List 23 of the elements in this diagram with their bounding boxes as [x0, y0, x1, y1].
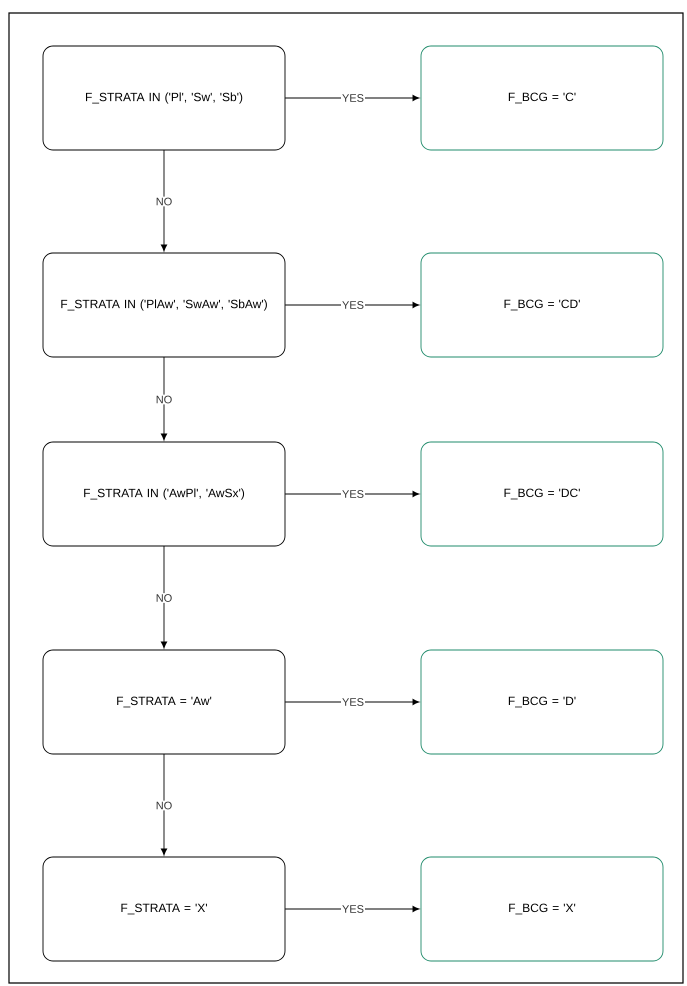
edge-label: NO	[154, 196, 174, 206]
decision-box: F_STRATA IN ('PlAw', 'SwAw', 'SbAw')	[42, 252, 286, 358]
edge-label: YES	[341, 904, 365, 914]
result-box: F_BCG = 'CD'	[420, 252, 664, 358]
arrow	[160, 357, 168, 440]
edge-label: YES	[341, 697, 365, 707]
edge-label: NO	[154, 593, 174, 603]
arrow	[160, 754, 168, 856]
decision-box: F_STRATA IN ('AwPl', 'AwSx')	[42, 442, 286, 546]
result-box: F_BCG = 'X'	[420, 856, 664, 962]
edge-label: YES	[341, 300, 365, 310]
result-box: F_BCG = 'DC'	[420, 442, 664, 546]
edge-label: NO	[154, 800, 174, 810]
edge-label: NO	[154, 394, 174, 404]
arrow	[160, 546, 168, 648]
decision-box: F_STRATA = 'X'	[42, 856, 286, 962]
edge-label: YES	[341, 93, 365, 103]
decision-box: F_STRATA IN ('Pl', 'Sw', 'Sb')	[42, 46, 286, 150]
arrow	[160, 150, 168, 252]
edge-label: YES	[341, 489, 365, 499]
result-box: F_BCG = 'D'	[420, 650, 664, 754]
result-box: F_BCG = 'C'	[420, 46, 664, 150]
decision-box: F_STRATA = 'Aw'	[42, 650, 286, 754]
